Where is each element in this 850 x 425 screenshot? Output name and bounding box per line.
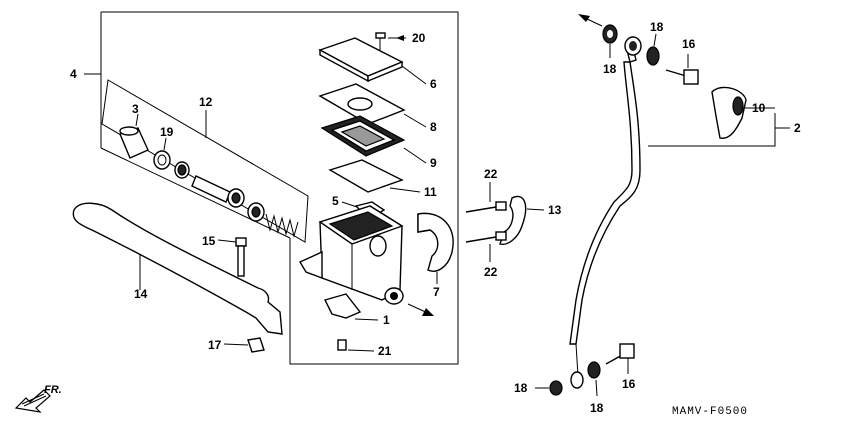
label-part-15: 15 — [202, 234, 216, 248]
diaphragm-part-9 — [320, 115, 427, 164]
washer-part-18-bottom-left — [535, 380, 563, 396]
piston-set-group-outline — [101, 79, 309, 243]
bolt-part-16-top — [665, 54, 699, 85]
washer-part-18-top-right — [646, 33, 660, 66]
label-part-18-bottom-left: 18 — [514, 381, 528, 395]
diagram-code: MAMV-F0500 — [672, 406, 748, 418]
bolt-part-22-upper — [465, 182, 507, 213]
cover-part-10 — [711, 86, 747, 139]
label-part-8: 8 — [430, 120, 437, 134]
pivot-bolt-part-15 — [217, 237, 247, 277]
label-part-13: 13 — [548, 203, 562, 217]
nut-part-17 — [223, 337, 265, 353]
bolt-part-16-bottom — [605, 343, 635, 374]
label-part-22-upper: 22 — [484, 167, 498, 181]
washer-part-18-top-left — [602, 24, 618, 58]
label-part-18-top-right: 18 — [650, 20, 664, 34]
label-part-3: 3 — [132, 102, 139, 116]
label-part-16-top: 16 — [682, 37, 696, 51]
screw-part-20 — [375, 32, 406, 50]
label-part-21: 21 — [378, 344, 392, 358]
label-part-17: 17 — [208, 338, 222, 352]
label-part-22-lower: 22 — [484, 265, 498, 279]
bolt-part-22-lower — [465, 231, 507, 262]
master-cylinder-body — [298, 205, 404, 321]
reservoir-cap-part-6 — [318, 37, 427, 85]
label-part-19: 19 — [160, 125, 174, 139]
label-part-12: 12 — [199, 95, 213, 109]
label-part-14: 14 — [134, 287, 148, 301]
screw-arrow-20 — [396, 35, 404, 41]
label-part-16-bottom: 16 — [622, 377, 636, 391]
label-part-4: 4 — [70, 67, 77, 81]
label-part-10: 10 — [752, 101, 766, 115]
diaphragm-plate-part-8 — [318, 83, 427, 128]
direction-arrow-body — [407, 303, 434, 316]
label-part-1: 1 — [383, 313, 390, 327]
hose-fitting-top — [624, 36, 642, 56]
screw-part-21 — [337, 339, 375, 352]
piston-set-part-12 — [174, 161, 299, 238]
label-part-9: 9 — [430, 156, 437, 170]
brake-hose-part-2 — [569, 43, 641, 389]
label-part-11: 11 — [424, 185, 437, 199]
master-cylinder-group-outline — [84, 11, 459, 365]
label-part-5: 5 — [332, 194, 339, 208]
boot-part-3 — [119, 113, 149, 159]
hose-group-bracket — [648, 107, 790, 147]
label-part-2: 2 — [794, 121, 801, 135]
plate-part-11 — [328, 159, 421, 193]
label-part-18-top-left: 18 — [603, 62, 617, 76]
direction-arrow-hose — [578, 14, 603, 27]
front-direction-icon: FR. — [14, 384, 62, 413]
front-direction-label: FR. — [44, 384, 62, 396]
washer-part-18-bottom-right — [587, 361, 601, 397]
holder-part-7 — [417, 212, 454, 284]
circlip-part-19 — [153, 137, 171, 170]
lever-part-14 — [72, 202, 283, 335]
label-part-7: 7 — [433, 285, 440, 299]
label-part-18-bottom-right: 18 — [590, 401, 604, 415]
label-part-6: 6 — [430, 77, 437, 91]
label-part-20: 20 — [412, 31, 426, 45]
